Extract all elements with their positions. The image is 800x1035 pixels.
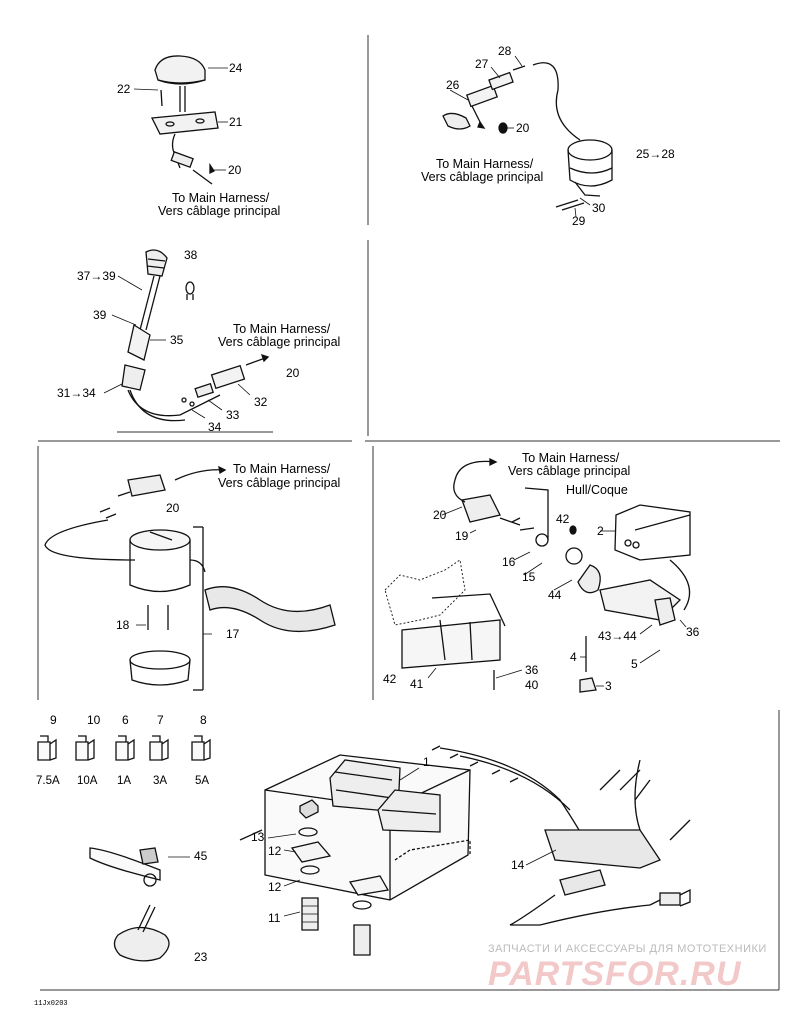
part-label: 29 <box>572 214 586 228</box>
part-label: 3 <box>605 679 612 693</box>
part-label: 36 <box>686 625 700 639</box>
part-label: 20 <box>166 501 180 515</box>
part-label: 30 <box>592 201 606 215</box>
part-label: 33 <box>226 408 240 422</box>
part-label: 5 <box>631 657 638 671</box>
part-label: 43→44 <box>598 629 637 643</box>
part-label: 26 <box>446 78 460 92</box>
part-label: 20 <box>228 163 242 177</box>
harness-caption-fr-1: Vers câblage principal <box>158 204 281 218</box>
part-label: 25→28 <box>636 147 675 161</box>
fuse-rating: 1A <box>117 775 132 787</box>
part-label: 41 <box>410 677 424 691</box>
harness-caption-fr-5: Vers câblage principal <box>508 464 631 478</box>
part-label: 36 <box>525 663 539 677</box>
fuse-number: 9 <box>50 713 57 727</box>
lift-switch-group <box>384 457 691 693</box>
fuse-icons <box>37 735 211 761</box>
part-label: 28 <box>498 44 512 58</box>
part-label: 11 <box>268 911 281 925</box>
part-label: 4 <box>570 650 577 664</box>
fuse-rating: 5A <box>195 775 210 787</box>
part-label: 20 <box>286 366 300 380</box>
part-label: 24 <box>229 61 243 75</box>
part-label: 42 <box>556 512 570 526</box>
fuse-number: 6 <box>122 713 129 727</box>
watermark-logo: PARTSFOR.RU <box>488 955 742 993</box>
fuse-number: 7 <box>157 713 164 727</box>
harness-caption-fr-4: Vers câblage principal <box>218 476 341 490</box>
panel-dividers <box>37 35 780 991</box>
watermark-text: ЗАПЧАСТИ И АКСЕССУАРЫ ДЛЯ МОТОТЕХНИКИ <box>488 943 767 955</box>
beacon-lamp-group <box>150 55 219 185</box>
flex-light-group <box>121 249 270 422</box>
part-label: 45 <box>194 849 208 863</box>
fuse-number: 10 <box>87 713 101 727</box>
hull-caption: Hull/Coque <box>566 483 628 497</box>
part-label: 31→34 <box>57 386 96 400</box>
harness-caption-en-5: To Main Harness/ <box>522 451 620 465</box>
electrical-box-group <box>89 745 691 962</box>
part-label: 13 <box>251 830 265 844</box>
part-label: 42 <box>383 672 397 686</box>
part-label: 32 <box>254 395 268 409</box>
fuse-number: 8 <box>200 713 207 727</box>
fuse-rating: 10A <box>77 775 98 787</box>
part-label: 2 <box>597 524 604 538</box>
part-label: 23 <box>194 950 208 964</box>
part-label: 44 <box>548 588 562 602</box>
part-label: 34 <box>208 420 222 434</box>
part-label: 15 <box>522 570 536 584</box>
bilge-pump-group <box>44 465 336 691</box>
part-label: 20 <box>516 121 530 135</box>
part-label: 27 <box>475 57 489 71</box>
part-label: 40 <box>525 678 539 692</box>
harness-caption-en-2: To Main Harness/ <box>436 157 534 171</box>
part-label: 21 <box>229 115 243 129</box>
part-label: 12 <box>268 844 282 858</box>
harness-caption-en-1: To Main Harness/ <box>172 191 270 205</box>
harness-caption-en-4: To Main Harness/ <box>233 462 331 476</box>
part-label: 18 <box>116 618 130 632</box>
harness-caption-en-3: To Main Harness/ <box>233 322 331 336</box>
part-label: 19 <box>455 529 469 543</box>
part-label: 12 <box>268 880 282 894</box>
part-label: 39 <box>93 308 107 322</box>
part-label: 20 <box>433 508 447 522</box>
part-label: 22 <box>117 82 131 96</box>
part-label: 14 <box>511 858 525 872</box>
image-reference: 11Jx0203 <box>34 1000 68 1008</box>
part-label: 35 <box>170 333 184 347</box>
harness-caption-fr-2: Vers câblage principal <box>421 170 544 184</box>
horn-group <box>442 62 613 211</box>
fuse-rating: 7.5A <box>36 775 60 787</box>
fuse-rating: 3A <box>153 775 168 787</box>
part-label: 17 <box>226 627 240 641</box>
part-label: 37→39 <box>77 269 116 283</box>
part-label: 38 <box>184 248 198 262</box>
harness-caption-fr-3: Vers câblage principal <box>218 335 341 349</box>
part-label: 16 <box>502 555 516 569</box>
part-label: 1 <box>423 755 430 769</box>
